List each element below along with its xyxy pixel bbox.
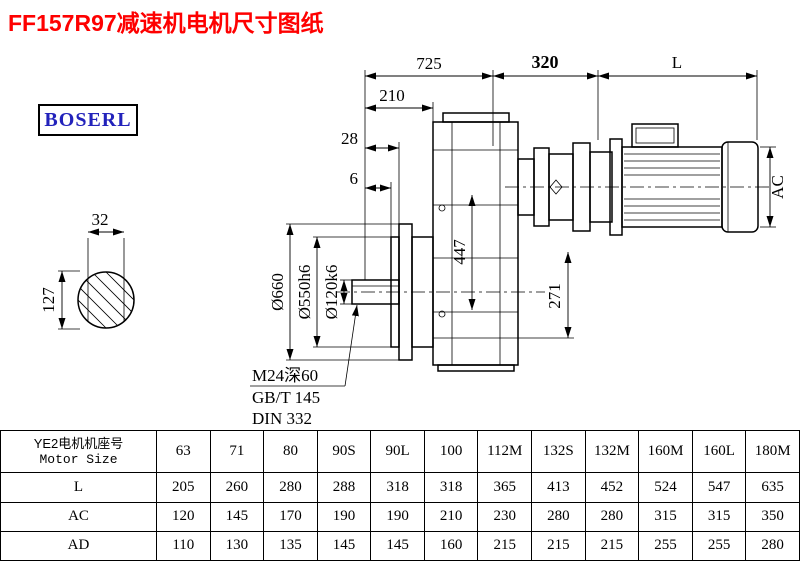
dim-32-label: 32 (92, 210, 109, 229)
dim-dia660-label: Ø660 (268, 273, 287, 311)
cell: 288 (316, 472, 372, 503)
size-col-header: 90L (370, 429, 425, 474)
cell: 205 (156, 472, 211, 503)
header-label-en: Motor Size (39, 451, 118, 467)
dim-320-label: 320 (532, 52, 559, 72)
cell: 318 (370, 472, 425, 503)
dim-dia120-label: Ø120k6 (322, 265, 341, 320)
size-col-header: 80 (263, 429, 318, 474)
size-col-header: 180M (745, 429, 800, 474)
brand-logo-box: BOSERL (38, 104, 138, 136)
cell: 635 (745, 472, 800, 503)
cell: 160 (423, 530, 479, 561)
motor-size-table: YE2电机机座号 Motor Size 63 71 80 90S 90L 100… (0, 429, 800, 561)
tapped-hole-note: M24深60 GB/T 145 DIN 332 (250, 304, 359, 428)
cell: 350 (745, 501, 800, 532)
size-col-header: 160M (638, 429, 693, 474)
cell: 315 (638, 501, 693, 532)
cell: 452 (584, 472, 640, 503)
dim-6-label: 6 (350, 169, 359, 188)
vertical-dimensions: 447 271 AC (450, 146, 787, 339)
gearbox-dimension-drawing: 725 320 L 210 28 6 Ø660 Ø550h6 Ø120k6 44… (39, 52, 787, 428)
shaft-end-view: 32 127 (39, 210, 135, 330)
size-col-header: 63 (156, 429, 211, 474)
header-label-cn: YE2电机机座号 (33, 435, 124, 451)
dim-725-label: 725 (416, 54, 442, 73)
dim-210-label: 210 (379, 86, 405, 105)
centerlines (336, 186, 772, 293)
cell: 230 (477, 501, 533, 532)
row-label: AD (0, 530, 157, 561)
cell: 255 (691, 530, 747, 561)
cell: 215 (531, 530, 586, 561)
brand-logo-text: BOSERL (44, 108, 132, 131)
motor-size-header-cell: YE2电机机座号 Motor Size (0, 429, 157, 474)
thread-std2-label: DIN 332 (252, 409, 312, 428)
section-hatching (78, 272, 134, 328)
cell: 215 (477, 530, 533, 561)
size-col-header: 132M (584, 429, 640, 474)
cell: 110 (156, 530, 211, 561)
cell: 547 (691, 472, 747, 503)
dim-127-label: 127 (39, 287, 58, 313)
cell: 145 (370, 530, 425, 561)
page-title: FF157R97减速机电机尺寸图纸 (8, 10, 324, 36)
cell: 210 (423, 501, 479, 532)
diameter-dimensions: Ø660 Ø550h6 Ø120k6 (268, 223, 399, 361)
cell: 280 (263, 472, 318, 503)
cell: 255 (638, 530, 693, 561)
row-label: L (0, 472, 157, 503)
cell: 280 (531, 501, 586, 532)
input-adapter (517, 142, 613, 232)
row-label: AC (0, 501, 157, 532)
dim-AC-label: AC (768, 175, 787, 199)
size-col-header: 132S (531, 429, 586, 474)
cell: 190 (370, 501, 425, 532)
cell: 135 (263, 530, 318, 561)
cell: 190 (316, 501, 372, 532)
cell: 315 (691, 501, 747, 532)
cell: 413 (531, 472, 586, 503)
top-dimensions: 725 320 L 210 28 6 (341, 52, 758, 280)
cell: 524 (638, 472, 693, 503)
cell: 170 (263, 501, 318, 532)
motor (609, 123, 759, 236)
cell: 318 (423, 472, 479, 503)
dim-dia550-label: Ø550h6 (295, 265, 314, 320)
output-flange-and-shaft (351, 223, 434, 361)
cell: 280 (745, 530, 800, 561)
datum-diamond-mark (549, 179, 563, 195)
size-col-header: 71 (209, 429, 265, 474)
dim-L-label: L (672, 53, 682, 72)
thread-spec-label: M24深60 (252, 366, 318, 385)
cell: 145 (209, 501, 265, 532)
table-row-AC: AC 120 145 170 190 190 210 230 280 280 3… (0, 501, 800, 532)
gearbox-housing (432, 112, 519, 372)
fan-cowl (721, 141, 759, 233)
cell: 365 (477, 472, 533, 503)
cell: 215 (584, 530, 640, 561)
cell: 130 (209, 530, 265, 561)
dim-447-label: 447 (450, 239, 469, 265)
table-header-row: YE2电机机座号 Motor Size 63 71 80 90S 90L 100… (0, 429, 800, 474)
size-col-header: 160L (691, 429, 747, 474)
terminal-box (631, 123, 679, 148)
thread-std1-label: GB/T 145 (252, 388, 320, 407)
cell: 120 (156, 501, 211, 532)
table-row-L: L 205 260 280 288 318 318 365 413 452 52… (0, 472, 800, 503)
cell: 260 (209, 472, 265, 503)
cell: 280 (584, 501, 640, 532)
table-row-AD: AD 110 130 135 145 145 160 215 215 215 2… (0, 530, 800, 561)
size-col-header: 112M (477, 429, 533, 474)
size-col-header: 90S (316, 429, 372, 474)
size-col-header: 100 (423, 429, 479, 474)
dim-271-label: 271 (545, 283, 564, 309)
dim-28-label: 28 (341, 129, 358, 148)
cell: 145 (316, 530, 372, 561)
